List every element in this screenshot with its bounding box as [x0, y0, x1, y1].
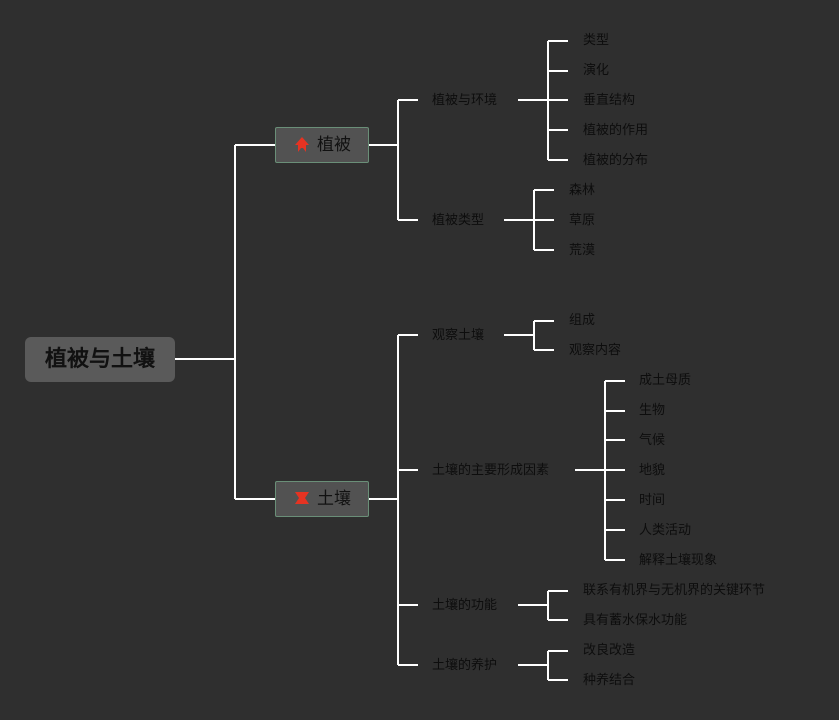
branch-label-vegetation: 植被	[317, 134, 351, 155]
leaf-node[interactable]: 类型	[583, 33, 610, 48]
branch-node-soil[interactable]: 土壤	[275, 481, 369, 517]
leaf-node[interactable]: 森林	[569, 183, 596, 198]
sub-observe-soil-connector	[504, 320, 554, 351]
flame-icon	[293, 136, 311, 154]
leaf-node[interactable]: 改良改造	[583, 643, 636, 658]
leaf-node[interactable]: 草原	[569, 213, 596, 228]
leaf-node[interactable]: 解释土壤现象	[639, 553, 718, 568]
leaf-node[interactable]: 观察内容	[569, 343, 622, 358]
leaf-node[interactable]: 生物	[639, 403, 666, 418]
sub-node-soil-formation[interactable]: 土壤的主要形成因素	[432, 463, 550, 478]
root-node[interactable]: 植被与土壤	[25, 337, 175, 382]
sub-node-vegetation-type[interactable]: 植被类型	[432, 213, 485, 228]
sub-node-observe-soil[interactable]: 观察土壤	[432, 328, 485, 343]
sub-soil-care-connector	[518, 650, 568, 681]
root-connector	[175, 144, 275, 500]
leaf-node[interactable]: 地貌	[639, 463, 666, 478]
flag-icon	[293, 490, 311, 508]
branch-label-soil: 土壤	[317, 488, 351, 509]
sub-soil-formation-connector	[575, 380, 625, 561]
leaf-node[interactable]: 垂直结构	[583, 93, 636, 108]
sub-soil-function-connector	[518, 590, 568, 621]
leaf-node[interactable]: 组成	[569, 313, 596, 328]
branch-vegetation-connector	[368, 99, 418, 221]
branch-node-vegetation[interactable]: 植被	[275, 127, 369, 163]
sub-vegetation-environment-connector	[518, 40, 568, 161]
leaf-node[interactable]: 荒漠	[569, 243, 596, 258]
leaf-node[interactable]: 种养结合	[583, 673, 636, 688]
sub-node-soil-care[interactable]: 土壤的养护	[432, 658, 498, 673]
branch-soil-connector	[368, 334, 418, 666]
leaf-node[interactable]: 植被的作用	[583, 123, 649, 138]
sub-node-vegetation-environment[interactable]: 植被与环境	[432, 93, 498, 108]
leaf-node[interactable]: 演化	[583, 63, 610, 78]
leaf-node[interactable]: 植被的分布	[583, 153, 649, 168]
sub-vegetation-type-connector	[504, 189, 554, 251]
leaf-node[interactable]: 人类活动	[639, 523, 692, 538]
leaf-node[interactable]: 气候	[639, 433, 666, 448]
leaf-node[interactable]: 具有蓄水保水功能	[583, 613, 688, 628]
root-label: 植被与土壤	[44, 346, 155, 372]
leaf-node[interactable]: 联系有机界与无机界的关键环节	[583, 583, 766, 598]
leaf-node[interactable]: 时间	[639, 493, 666, 508]
leaf-node[interactable]: 成土母质	[639, 373, 692, 388]
sub-node-soil-function[interactable]: 土壤的功能	[432, 598, 498, 613]
